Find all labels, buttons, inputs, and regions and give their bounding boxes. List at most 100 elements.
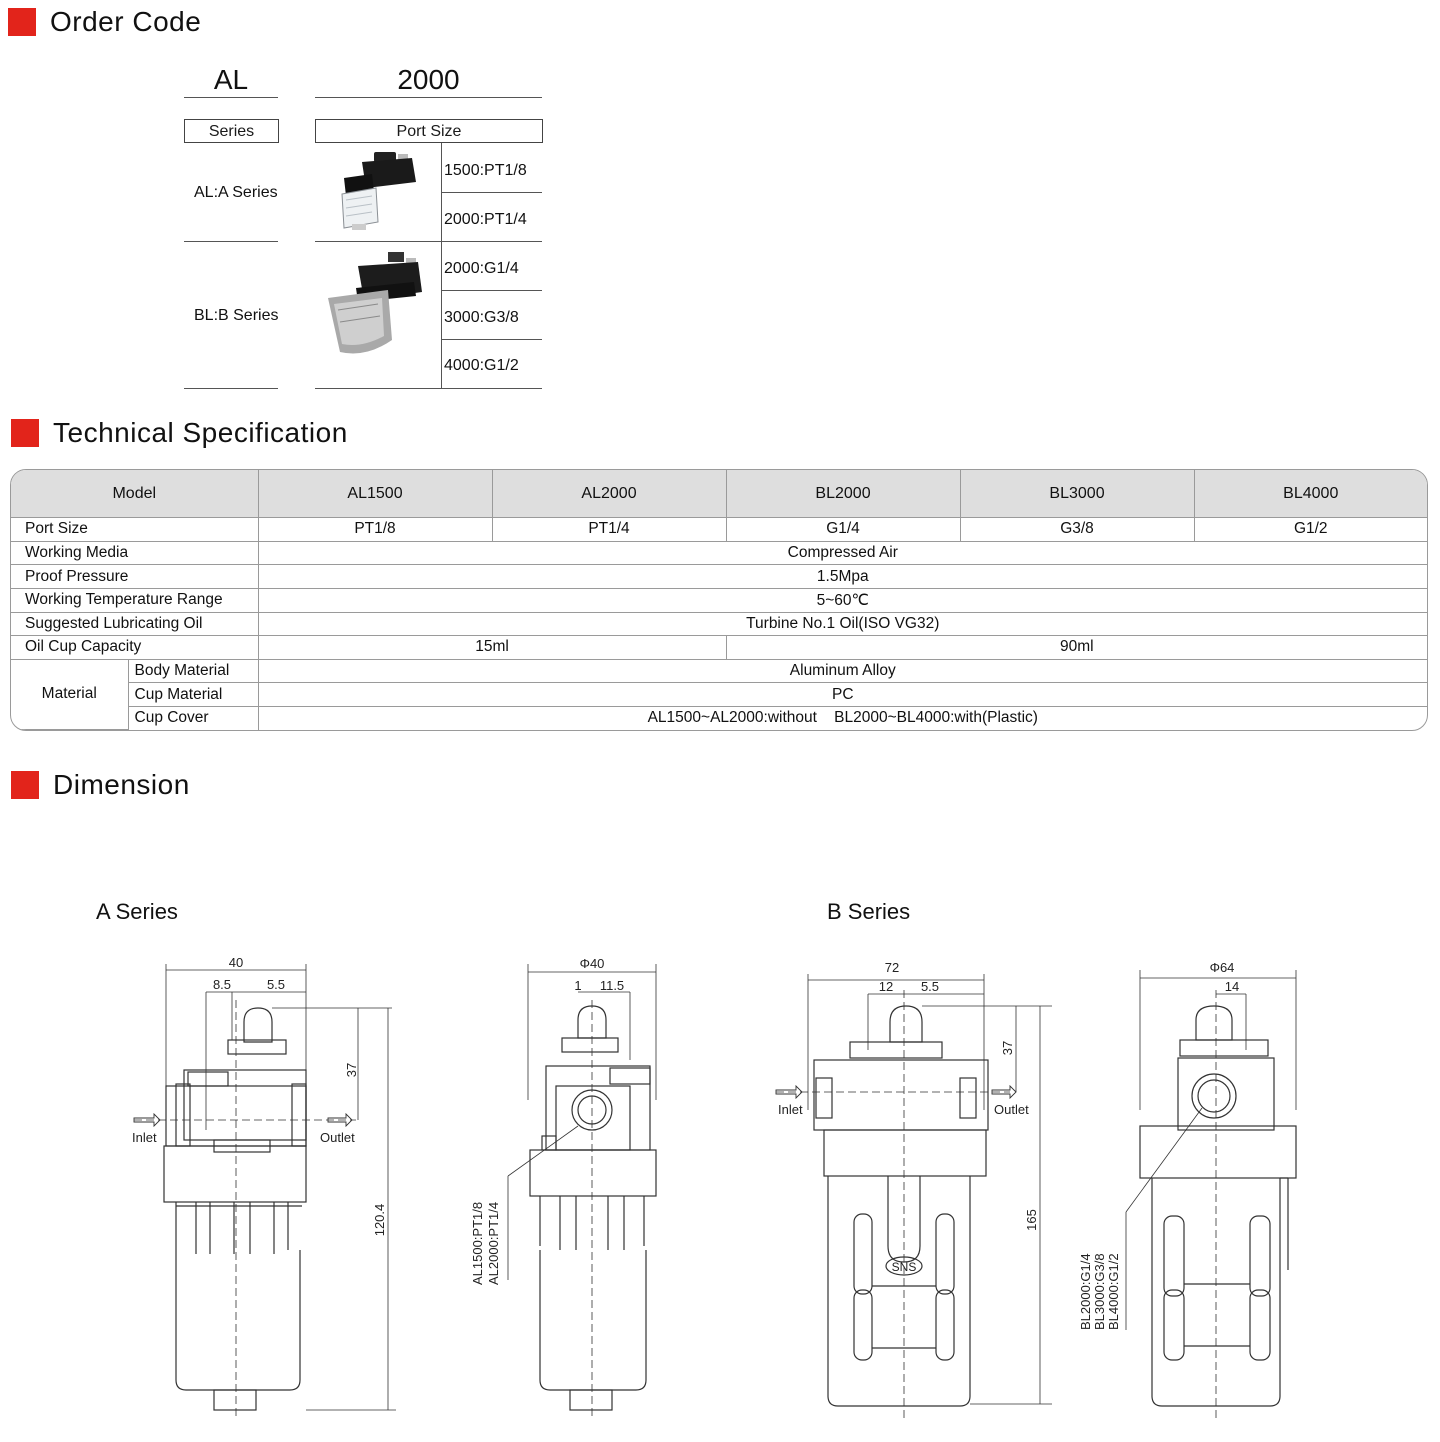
section-marker — [11, 771, 39, 799]
table-row: Oil Cup Capacity 15ml 90ml — [11, 635, 1427, 660]
row-label: Material — [11, 658, 129, 730]
section-marker — [11, 419, 39, 447]
cell: 15ml — [257, 635, 727, 660]
cell: Compressed Air — [257, 540, 1427, 566]
section-marker — [8, 8, 36, 36]
divider — [184, 388, 278, 389]
product-photo-b — [328, 252, 422, 354]
divider — [441, 192, 542, 193]
model-col: AL1500 — [257, 470, 493, 519]
table-header-row: Model AL1500 AL2000 BL2000 BL3000 BL4000 — [11, 470, 1427, 519]
row-label: Cup Cover — [128, 705, 259, 730]
table-row: Cup Cover AL1500~AL2000:without BL2000~B… — [11, 705, 1427, 730]
model-header: Model — [11, 470, 259, 519]
series-b-label: BL:B Series — [194, 307, 279, 324]
a-series-side-drawing: Φ40 1 11.5 AL1500:PT1/8 AL2000:PT1/4 — [470, 956, 657, 1420]
cell: G1/2 — [1193, 517, 1427, 542]
dim-label: 8.5 — [213, 977, 231, 992]
table-row: Working Temperature Range 5~60℃ — [11, 587, 1427, 613]
cell: Aluminum Alloy — [257, 658, 1427, 684]
port-option: 2000:PT1/4 — [444, 211, 527, 228]
dim-label: Φ40 — [580, 956, 605, 971]
row-label: Working Temperature Range — [11, 587, 259, 613]
section-title-tech-spec: Technical Specification — [53, 417, 348, 448]
model-col: BL2000 — [725, 470, 961, 519]
divider — [315, 241, 542, 242]
outlet-label: Outlet — [994, 1102, 1029, 1117]
series-a-label: AL:A Series — [194, 184, 278, 201]
cell: G1/4 — [725, 517, 961, 542]
dim-label: 1 — [574, 978, 581, 993]
cell: 90ml — [725, 635, 1427, 660]
section-title-dimension: Dimension — [53, 769, 190, 800]
series-code: AL — [213, 64, 249, 95]
dim-label: 5.5 — [267, 977, 285, 992]
dim-label: 5.5 — [921, 979, 939, 994]
dim-label: 37 — [344, 1063, 359, 1077]
table-row: Proof Pressure 1.5Mpa — [11, 564, 1427, 589]
cell: 5~60℃ — [257, 587, 1427, 613]
outlet-label: Outlet — [320, 1130, 355, 1145]
port-size-header: Port Size — [315, 119, 543, 143]
b-series-front-drawing: 72 12 5.5 SNS Inlet Outlet 37 165 — [775, 960, 1052, 1420]
divider — [315, 388, 542, 389]
port-label: AL2000:PT1/4 — [486, 1202, 501, 1285]
table-row: Suggested Lubricating Oil Turbine No.1 O… — [11, 611, 1427, 637]
dim-label: 72 — [885, 960, 899, 975]
dim-label: 120.4 — [372, 1204, 387, 1237]
port-label: BL2000:G1/4 — [1078, 1253, 1093, 1330]
dim-label: 12 — [879, 979, 893, 994]
inlet-label: Inlet — [778, 1102, 803, 1117]
cell: G3/8 — [959, 517, 1195, 542]
product-photo-a — [341, 152, 416, 230]
cell: 1.5Mpa — [257, 564, 1427, 589]
port-option: 1500:PT1/8 — [444, 162, 527, 179]
spec-table: Model AL1500 AL2000 BL2000 BL3000 BL4000… — [10, 469, 1428, 731]
dim-label: 37 — [1000, 1041, 1015, 1055]
table-row: Material Body Material Aluminum Alloy — [11, 658, 1427, 730]
cell: Turbine No.1 Oil(ISO VG32) — [257, 611, 1427, 637]
a-series-label: A Series — [96, 899, 178, 924]
divider — [441, 290, 542, 291]
row-label: Oil Cup Capacity — [11, 635, 259, 660]
table-row: Working Media Compressed Air — [11, 540, 1427, 566]
dim-label: 40 — [229, 955, 243, 970]
divider — [441, 143, 442, 389]
divider — [184, 241, 278, 242]
dim-label: 14 — [1225, 979, 1239, 994]
dim-label: 11.5 — [600, 978, 624, 993]
row-label: Proof Pressure — [11, 564, 259, 589]
port-label: BL3000:G3/8 — [1092, 1253, 1107, 1330]
port-option: 3000:G3/8 — [444, 309, 519, 326]
row-label: Body Material — [127, 658, 259, 684]
port-label: BL4000:G1/2 — [1106, 1253, 1121, 1330]
table-row: Cup Material PC — [11, 682, 1427, 707]
series-header: Series — [184, 119, 279, 143]
cell: PT1/8 — [257, 517, 493, 542]
model-col: AL2000 — [491, 470, 727, 519]
model-col: BL3000 — [959, 470, 1195, 519]
b-series-side-drawing: Φ64 14 BL2000:G1/4 BL3000:G3/8 BL4000:G1… — [1078, 960, 1297, 1420]
row-label: Suggested Lubricating Oil — [11, 611, 259, 637]
dim-label: Φ64 — [1210, 960, 1235, 975]
size-code: 2000 — [397, 64, 460, 95]
a-series-front-drawing: 40 8.5 5.5 Inlet Outlet 37 120.4 — [132, 955, 396, 1420]
port-label: AL1500:PT1/8 — [470, 1202, 485, 1285]
divider — [441, 339, 542, 340]
table-row: Port Size PT1/8 PT1/4 G1/4 G3/8 G1/2 — [11, 517, 1427, 542]
b-series-label: B Series — [827, 899, 911, 924]
port-option: 4000:G1/2 — [444, 357, 519, 374]
inlet-label: Inlet — [132, 1130, 157, 1145]
cell: PT1/4 — [491, 517, 727, 542]
section-title-order-code: Order Code — [50, 6, 202, 37]
row-label: Working Media — [11, 540, 259, 566]
model-col: BL4000 — [1193, 470, 1427, 519]
row-label: Cup Material — [128, 682, 259, 707]
row-label: Port Size — [11, 517, 259, 542]
cell: AL1500~AL2000:without BL2000~BL4000:with… — [257, 705, 1427, 730]
port-option: 2000:G1/4 — [444, 260, 519, 277]
divider — [315, 97, 542, 98]
dim-label: 165 — [1024, 1209, 1039, 1231]
divider — [184, 97, 278, 98]
cell: PC — [257, 682, 1427, 707]
